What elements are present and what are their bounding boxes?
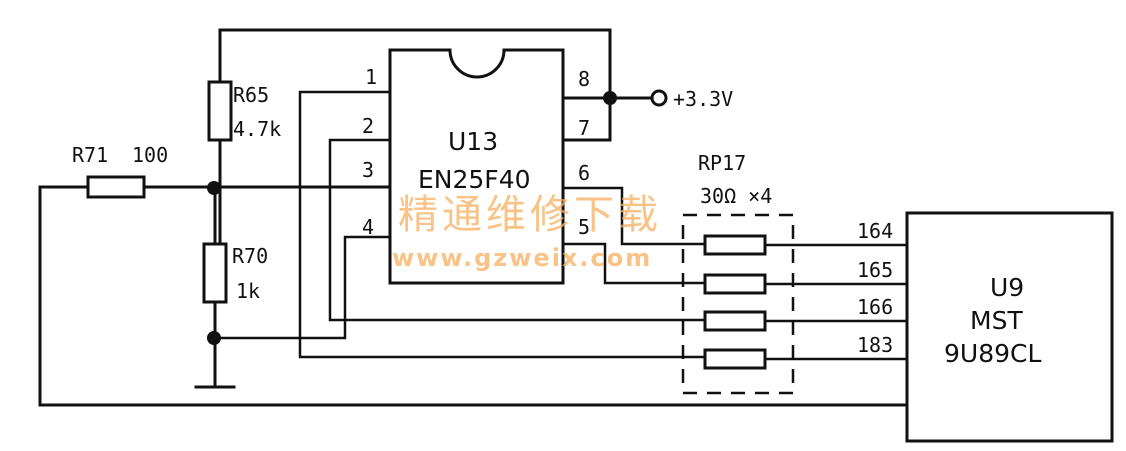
- r70-value: 1k: [236, 279, 260, 303]
- u13-pin-8: 8: [578, 67, 590, 91]
- u13-pin-6: 6: [578, 161, 590, 185]
- u9-pin-166: 166: [857, 295, 893, 319]
- r71-ref: R71: [72, 143, 108, 167]
- u9-chip-body: [905, 211, 1114, 443]
- junction-node-vcc: [603, 91, 617, 105]
- supply-label: +3.3V: [673, 87, 733, 111]
- wire-pin1: [298, 90, 705, 359]
- wire-pin2: [328, 138, 705, 322]
- watermark-cn: 精通维修下载: [398, 192, 662, 238]
- r65-value: 4.7k: [233, 117, 281, 141]
- u13-pin-7: 7: [578, 116, 590, 140]
- supply-terminal: [650, 89, 668, 107]
- u13-pin-2: 2: [362, 114, 374, 138]
- rp17-value: 30Ω ×4: [700, 184, 772, 208]
- u9-pin-183: 183: [857, 333, 893, 357]
- rp17-resistor-4: [703, 348, 767, 370]
- u9-line3: 9U89CL: [944, 339, 1041, 368]
- u13-pin-5: 5: [578, 215, 590, 239]
- u13-chip-body: [388, 48, 565, 285]
- wire-pin7: [561, 96, 612, 142]
- u13-pin-1: 1: [365, 65, 377, 89]
- u9-pin-165: 165: [857, 258, 893, 282]
- rp17-resistor-1: [703, 234, 767, 256]
- u13-pin-4: 4: [362, 215, 374, 239]
- resistor-r70: [202, 242, 228, 304]
- rp17-ref: RP17: [698, 151, 746, 175]
- u9-ref: U9: [990, 273, 1024, 302]
- u13-ref: U13: [448, 127, 498, 156]
- r65-ref: R65: [233, 83, 269, 107]
- r71-value: 100: [132, 143, 168, 167]
- u13-part: EN25F40: [418, 165, 531, 194]
- resistor-r65: [207, 80, 233, 142]
- wire-pin5: [563, 242, 705, 285]
- rp17-dashed-outline: [681, 213, 795, 395]
- wire-pin4: [214, 235, 390, 340]
- rp17-resistor-3: [703, 310, 767, 332]
- resistor-r71: [86, 175, 146, 199]
- rp17-resistor-2: [703, 273, 767, 295]
- wire-top-loop: [218, 28, 612, 100]
- u9-line2: MST: [970, 306, 1023, 335]
- wire-left-loop: [38, 185, 909, 407]
- r70-ref: R70: [232, 244, 268, 268]
- wire-pin6: [563, 186, 705, 246]
- u9-pin-164: 164: [857, 219, 893, 243]
- watermark-url: www.gzweix.com: [392, 244, 652, 272]
- u13-pin-3: 3: [362, 158, 374, 182]
